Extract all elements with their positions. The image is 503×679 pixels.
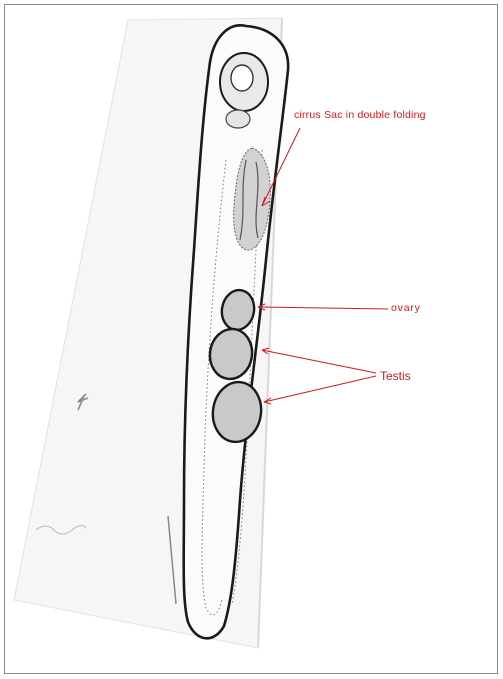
- cirrus-sac-label: cirrus Sac in double folding: [294, 109, 426, 121]
- ovary-label: ovary: [391, 302, 421, 314]
- ovary-pointer: [258, 307, 388, 309]
- testis-label: Testis: [380, 369, 411, 383]
- testis-pointer-posterior: [264, 376, 376, 402]
- oral-sucker-lumen: [231, 65, 253, 91]
- testis-pointer-anterior: [262, 350, 376, 373]
- pharynx: [226, 110, 250, 128]
